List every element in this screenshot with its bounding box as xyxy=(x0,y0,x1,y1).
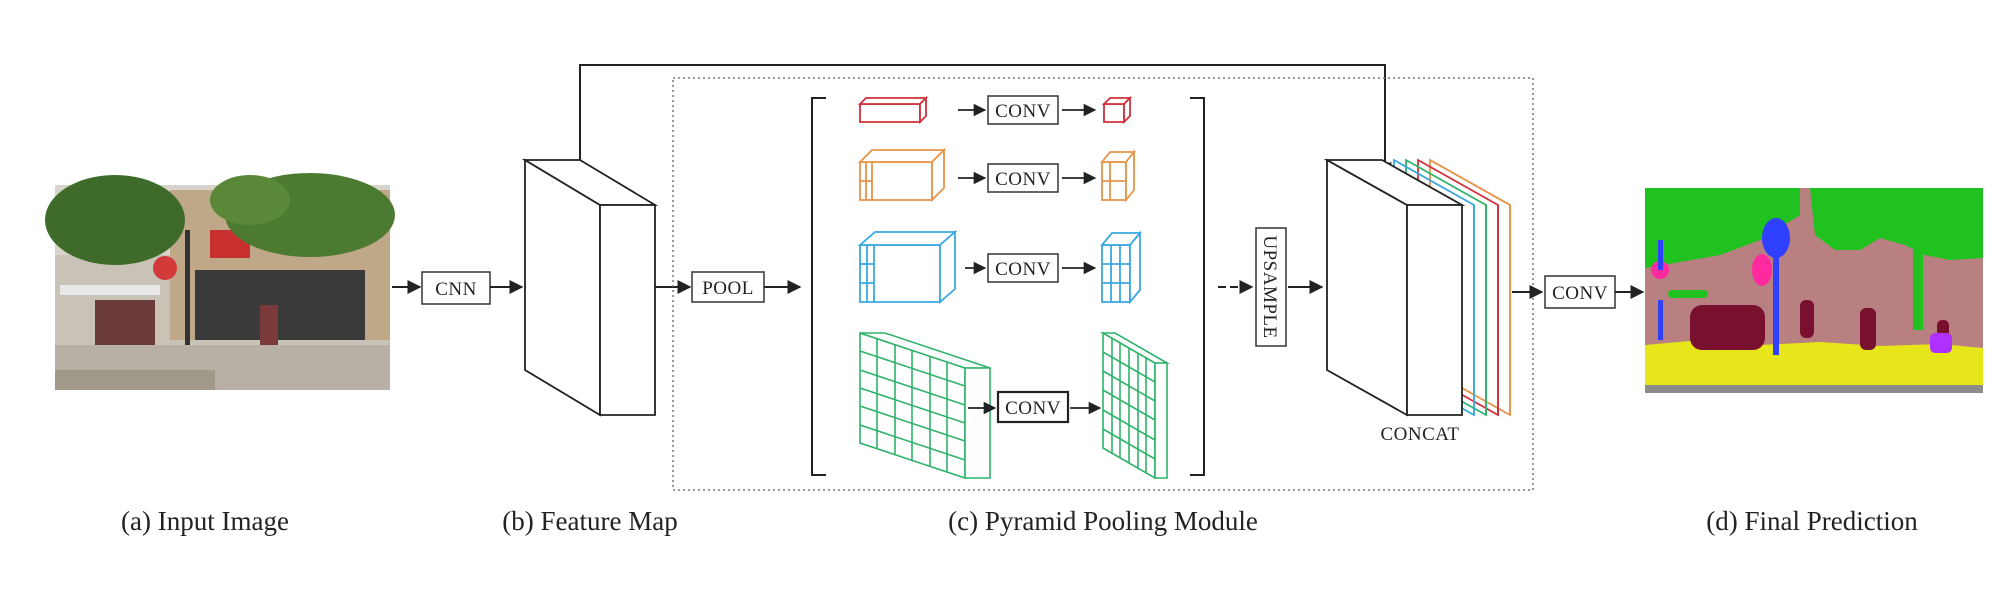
pool-label: POOL xyxy=(702,278,754,299)
upsample-label: UPSAMPLE xyxy=(1259,235,1280,338)
upsample-box: UPSAMPLE xyxy=(1255,227,1287,347)
conv-box-1: CONV xyxy=(987,95,1059,125)
final-conv-box: CONV xyxy=(1544,275,1616,309)
pool-level-3 xyxy=(857,230,958,304)
conv-box-3: CONV xyxy=(987,253,1059,283)
pool-box: POOL xyxy=(691,271,765,303)
feature-map-block xyxy=(521,158,659,417)
conv-box-4: CONV xyxy=(996,390,1070,424)
caption-final: (d) Final Prediction xyxy=(1706,506,1918,536)
pool-out-3 xyxy=(1100,230,1142,305)
conv-label-2: CONV xyxy=(995,169,1051,190)
conv-label-3: CONV xyxy=(995,259,1051,280)
conv-label-1: CONV xyxy=(995,101,1051,122)
conv-label-4: CONV xyxy=(1005,398,1061,419)
segmentation-map xyxy=(1645,188,1983,393)
ppm-dashed-frame xyxy=(672,77,1534,491)
caption-feature: (b) Feature Map xyxy=(502,506,677,536)
pool-level-2 xyxy=(857,147,947,203)
cnn-label: CNN xyxy=(435,279,477,300)
conv-box-2: CONV xyxy=(987,163,1059,193)
right-bracket xyxy=(1190,97,1205,476)
final-conv-label: CONV xyxy=(1552,283,1608,304)
pool-out-4 xyxy=(1100,331,1170,480)
caption-ppm: (c) Pyramid Pooling Module xyxy=(948,506,1258,536)
caption-input: (a) Input Image xyxy=(121,506,289,536)
cnn-box: CNN xyxy=(421,271,491,305)
concat-block xyxy=(1323,158,1511,417)
pool-out-2 xyxy=(1100,149,1136,203)
pool-level-1 xyxy=(857,95,929,125)
concat-label: CONCAT xyxy=(1380,424,1459,445)
left-bracket xyxy=(811,97,826,476)
input-image xyxy=(45,173,395,390)
pool-out-1 xyxy=(1101,95,1133,125)
pool-level-4 xyxy=(859,331,991,480)
skip-connection-arrow xyxy=(579,64,1392,177)
